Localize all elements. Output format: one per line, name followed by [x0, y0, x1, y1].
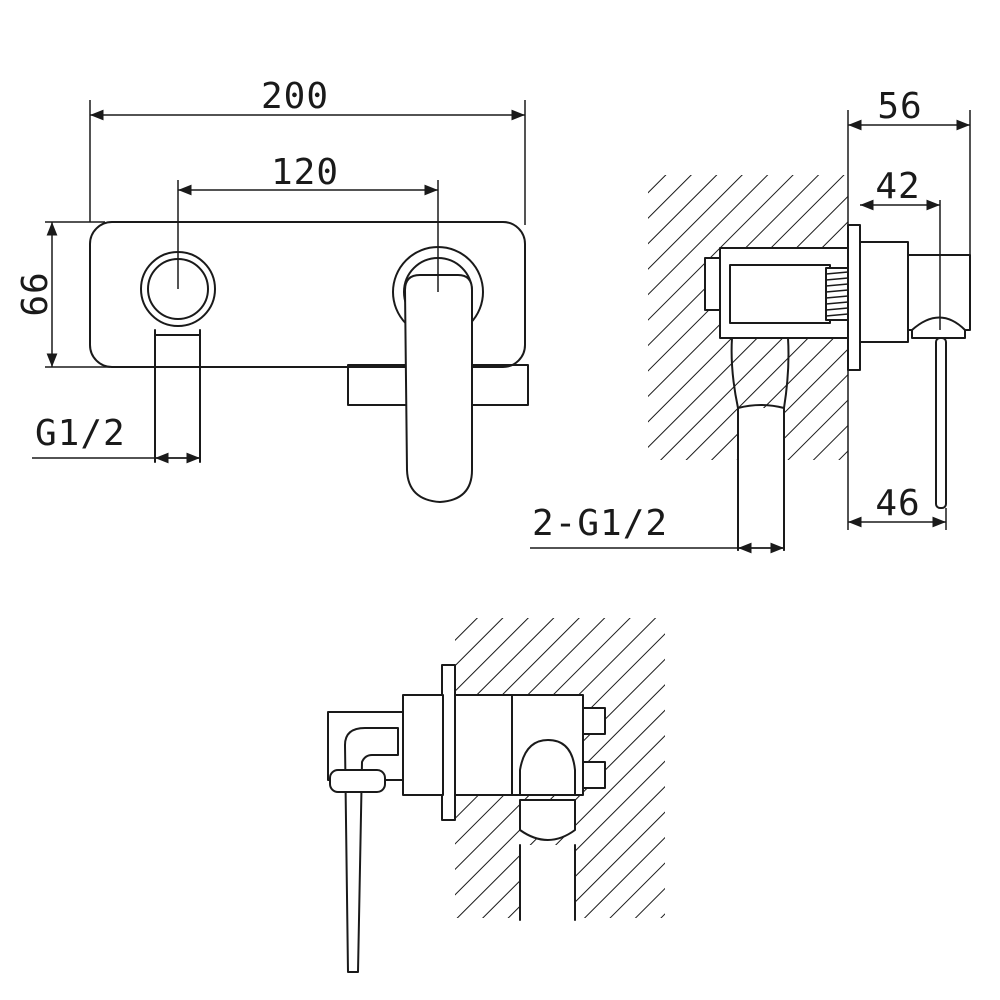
top-outer-body	[402, 694, 444, 796]
left-inlet-pipe	[154, 329, 201, 463]
thread-lines	[825, 271, 849, 317]
top-outlet	[519, 739, 576, 796]
dim-inlet-left: G1/2	[35, 413, 126, 454]
side-flange	[847, 224, 861, 371]
dim-inlets-side: 2-G1/2	[532, 503, 668, 544]
dim-lever-offset: 46	[875, 483, 920, 524]
side-thread	[825, 267, 849, 321]
side-lever	[935, 337, 947, 509]
front-plate	[89, 221, 526, 368]
side-view: 56 42 46 2-G1/2	[530, 86, 971, 554]
front-view: 200 120 66 G1/2	[15, 76, 529, 503]
side-lever-knob	[911, 316, 966, 339]
dim-width-overall: 200	[261, 76, 329, 117]
dim-depth-overall: 56	[877, 86, 922, 127]
top-view	[327, 618, 665, 973]
front-lever	[404, 274, 473, 503]
dim-depth-body: 42	[875, 166, 920, 207]
dim-height: 66	[15, 271, 56, 316]
dim-spout-spacing: 120	[271, 152, 339, 193]
